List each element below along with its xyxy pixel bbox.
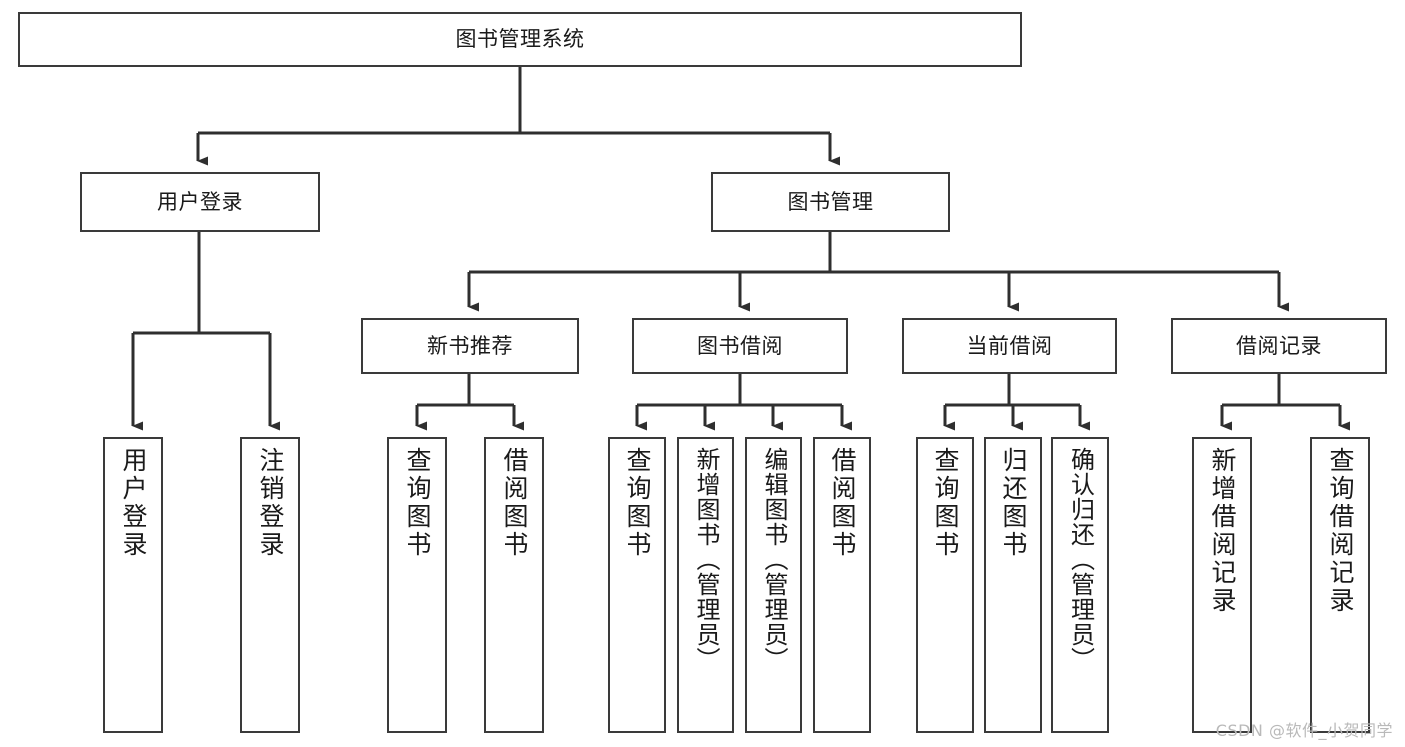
leaf-node-label: 编辑图书（管理员） xyxy=(759,447,788,672)
node-current-borrow[interactable]: 当前借阅 xyxy=(902,318,1117,374)
leaf-node[interactable]: 查询借阅记录 xyxy=(1310,437,1370,733)
leaf-node-label: 用户登录 xyxy=(119,447,148,559)
csdn-watermark: CSDN @软件_小贺同学 xyxy=(1215,721,1393,740)
leaf-node[interactable]: 归还图书 xyxy=(984,437,1042,733)
node-borrow-record[interactable]: 借阅记录 xyxy=(1171,318,1387,374)
leaf-node-label: 借阅图书 xyxy=(828,447,857,559)
leaf-node-label: 查询借阅记录 xyxy=(1326,447,1355,615)
leaf-node[interactable]: 用户登录 xyxy=(103,437,163,733)
node-book-management[interactable]: 图书管理 xyxy=(711,172,950,232)
node-book-borrow[interactable]: 图书借阅 xyxy=(632,318,848,374)
node-borrow-record-label: 借阅记录 xyxy=(1236,333,1322,358)
node-book-borrow-label: 图书借阅 xyxy=(697,333,783,358)
node-user-login[interactable]: 用户登录 xyxy=(80,172,320,232)
node-root[interactable]: 图书管理系统 xyxy=(18,12,1022,67)
node-current-borrow-label: 当前借阅 xyxy=(966,333,1053,358)
leaf-node[interactable]: 注销登录 xyxy=(240,437,300,733)
leaf-node-label: 归还图书 xyxy=(999,447,1028,559)
leaf-node-label: 新增借阅记录 xyxy=(1208,447,1237,615)
leaf-node-label: 注销登录 xyxy=(256,447,285,559)
leaf-node[interactable]: 编辑图书（管理员） xyxy=(745,437,802,733)
leaf-node-label: 借阅图书 xyxy=(500,447,529,559)
node-root-label: 图书管理系统 xyxy=(455,27,585,52)
leaf-node-label: 确认归还（管理员） xyxy=(1066,447,1095,672)
leaf-node[interactable]: 新增图书（管理员） xyxy=(677,437,734,733)
leaf-node[interactable]: 借阅图书 xyxy=(484,437,544,733)
leaf-node[interactable]: 查询图书 xyxy=(916,437,974,733)
leaf-node[interactable]: 确认归还（管理员） xyxy=(1051,437,1109,733)
leaf-node-label: 新增图书（管理员） xyxy=(691,447,720,672)
node-new-book-recommend-label: 新书推荐 xyxy=(427,333,513,358)
leaf-node[interactable]: 查询图书 xyxy=(387,437,447,733)
leaf-node[interactable]: 借阅图书 xyxy=(813,437,871,733)
leaf-node-label: 查询图书 xyxy=(623,447,652,559)
leaf-node-label: 查询图书 xyxy=(403,447,432,559)
node-user-login-label: 用户登录 xyxy=(157,189,243,214)
leaf-node[interactable]: 新增借阅记录 xyxy=(1192,437,1252,733)
node-book-management-label: 图书管理 xyxy=(787,189,874,214)
leaf-node[interactable]: 查询图书 xyxy=(608,437,666,733)
leaf-node-label: 查询图书 xyxy=(931,447,960,559)
node-new-book-recommend[interactable]: 新书推荐 xyxy=(361,318,579,374)
